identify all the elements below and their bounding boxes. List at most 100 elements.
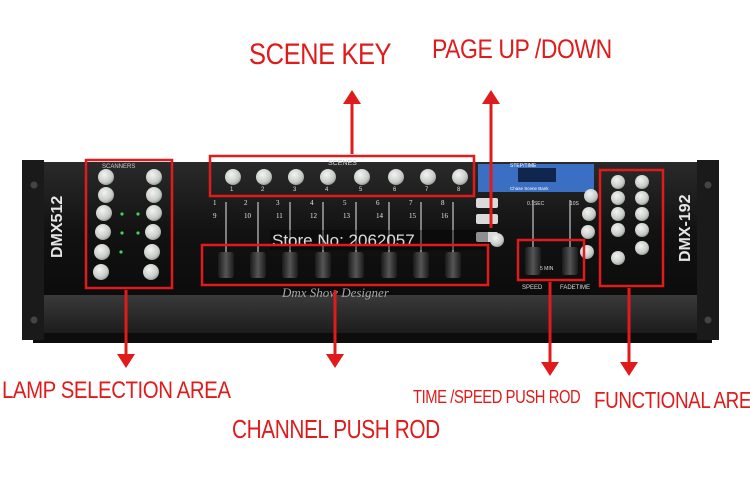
time-speed-rod-label: TIME /SPEED PUSH ROD <box>413 387 581 407</box>
scene-button[interactable] <box>452 169 468 185</box>
scanner-button[interactable] <box>143 264 159 280</box>
scene-number: 3 <box>293 187 297 193</box>
speed-fader-knob[interactable] <box>525 247 541 275</box>
right-rack-ear <box>697 160 719 340</box>
scanner-button[interactable] <box>98 169 114 185</box>
function-button[interactable] <box>635 241 649 255</box>
rack-screw <box>30 181 38 189</box>
svg-text:11: 11 <box>276 212 283 220</box>
scanner-button-row <box>98 187 162 203</box>
svg-text:6: 6 <box>376 199 380 207</box>
scene-button[interactable] <box>420 169 436 185</box>
functional-area-label: FUNCTIONAL AREA <box>594 387 750 413</box>
page-button[interactable] <box>476 198 498 208</box>
scene-number: 4 <box>325 187 329 193</box>
scene-number: 1 <box>230 187 234 193</box>
page-button[interactable] <box>476 214 498 224</box>
function-highlight-box <box>598 168 665 288</box>
chase-label: Chase Scene Bank <box>510 186 549 191</box>
scanner-button[interactable] <box>146 169 162 185</box>
svg-text:7: 7 <box>409 199 413 207</box>
scanner-button[interactable] <box>146 187 162 203</box>
scene-button[interactable] <box>320 169 336 185</box>
speed-label: SPEED <box>522 285 543 291</box>
channel-fader-knob[interactable] <box>282 252 298 278</box>
fadetime-label: FADETIME <box>560 285 590 291</box>
scene-button[interactable] <box>225 169 241 185</box>
scene-button[interactable] <box>288 169 304 185</box>
function-button[interactable] <box>580 245 594 259</box>
scanner-button[interactable] <box>93 264 109 280</box>
scene-number: 7 <box>425 187 429 193</box>
channel-numbers-bottom: 9 10 11 12 13 14 15 16 <box>213 212 449 220</box>
scanner-button-row <box>95 224 161 240</box>
svg-text:12: 12 <box>310 212 318 220</box>
step-time-label: STEP/TIME <box>510 163 537 169</box>
function-button[interactable] <box>611 207 625 221</box>
scanner-button[interactable] <box>145 224 161 240</box>
time-bottom-label: 5 MIN <box>540 266 554 272</box>
svg-text:8: 8 <box>441 199 445 207</box>
lamp-selection-label: LAMP SELECTION AREA <box>2 377 231 404</box>
scene-buttons <box>225 169 468 185</box>
function-button[interactable] <box>635 223 649 237</box>
function-buttons-right <box>611 175 649 255</box>
scanner-button[interactable] <box>98 187 114 203</box>
scenes-highlight-box <box>208 154 476 198</box>
function-button[interactable] <box>611 175 625 189</box>
channel-fader-knob[interactable] <box>218 252 234 278</box>
function-buttons-left <box>580 189 625 265</box>
page-up-down-button[interactable] <box>490 233 504 247</box>
channel-push-rod-label: CHANNEL PUSH ROD <box>232 414 440 444</box>
function-button[interactable] <box>611 191 625 205</box>
channel-fader-knob[interactable] <box>348 252 364 278</box>
svg-text:14: 14 <box>376 212 384 220</box>
function-button[interactable] <box>611 223 625 237</box>
function-button[interactable] <box>635 191 649 205</box>
channel-fader-knob[interactable] <box>445 252 461 278</box>
scanners-highlight-box <box>84 158 174 290</box>
left-model-label: DMX512 <box>49 196 66 258</box>
scanner-button[interactable] <box>94 244 110 260</box>
scene-number: 6 <box>393 187 397 193</box>
scanner-button[interactable] <box>146 205 162 221</box>
svg-text:10: 10 <box>244 212 252 220</box>
rack-screw <box>30 316 38 324</box>
channel-fader-knob[interactable] <box>413 252 429 278</box>
scanner-buttons <box>93 169 162 280</box>
scenes-label: SCENES <box>328 160 357 167</box>
watermark-text: Store No: 2062057 <box>272 231 415 250</box>
svg-text:15: 15 <box>409 212 417 220</box>
faders-highlight-box <box>200 243 490 287</box>
scanner-button-row <box>98 169 162 185</box>
scanner-button[interactable] <box>144 244 160 260</box>
svg-text:4: 4 <box>310 199 314 207</box>
function-button[interactable] <box>635 207 649 221</box>
channel-fader-knob[interactable] <box>315 252 331 278</box>
scanner-button-row <box>94 244 160 260</box>
scanner-button-row <box>93 264 159 280</box>
fade-fader-knob[interactable] <box>562 247 578 275</box>
scene-button[interactable] <box>256 169 272 185</box>
function-button[interactable] <box>611 251 625 265</box>
svg-text:9: 9 <box>213 212 217 220</box>
scene-number: 2 <box>261 187 265 193</box>
scene-button[interactable] <box>354 169 370 185</box>
channel-fader-knob[interactable] <box>381 252 397 278</box>
scanner-button-row <box>96 205 162 221</box>
scanner-button[interactable] <box>96 205 112 221</box>
function-button[interactable] <box>582 207 596 221</box>
function-button[interactable] <box>584 189 598 203</box>
svg-text:5: 5 <box>343 199 347 207</box>
function-button[interactable] <box>581 225 595 239</box>
scanner-button[interactable] <box>95 224 111 240</box>
function-button[interactable] <box>635 175 649 189</box>
svg-text:13: 13 <box>343 212 351 220</box>
time-top-label: 0.1SEC <box>527 201 545 207</box>
scene-button[interactable] <box>388 169 404 185</box>
svg-text:16: 16 <box>441 212 449 220</box>
channel-fader-knob[interactable] <box>250 252 266 278</box>
svg-text:3: 3 <box>276 199 280 207</box>
time-mid-label: 10S <box>570 201 580 207</box>
